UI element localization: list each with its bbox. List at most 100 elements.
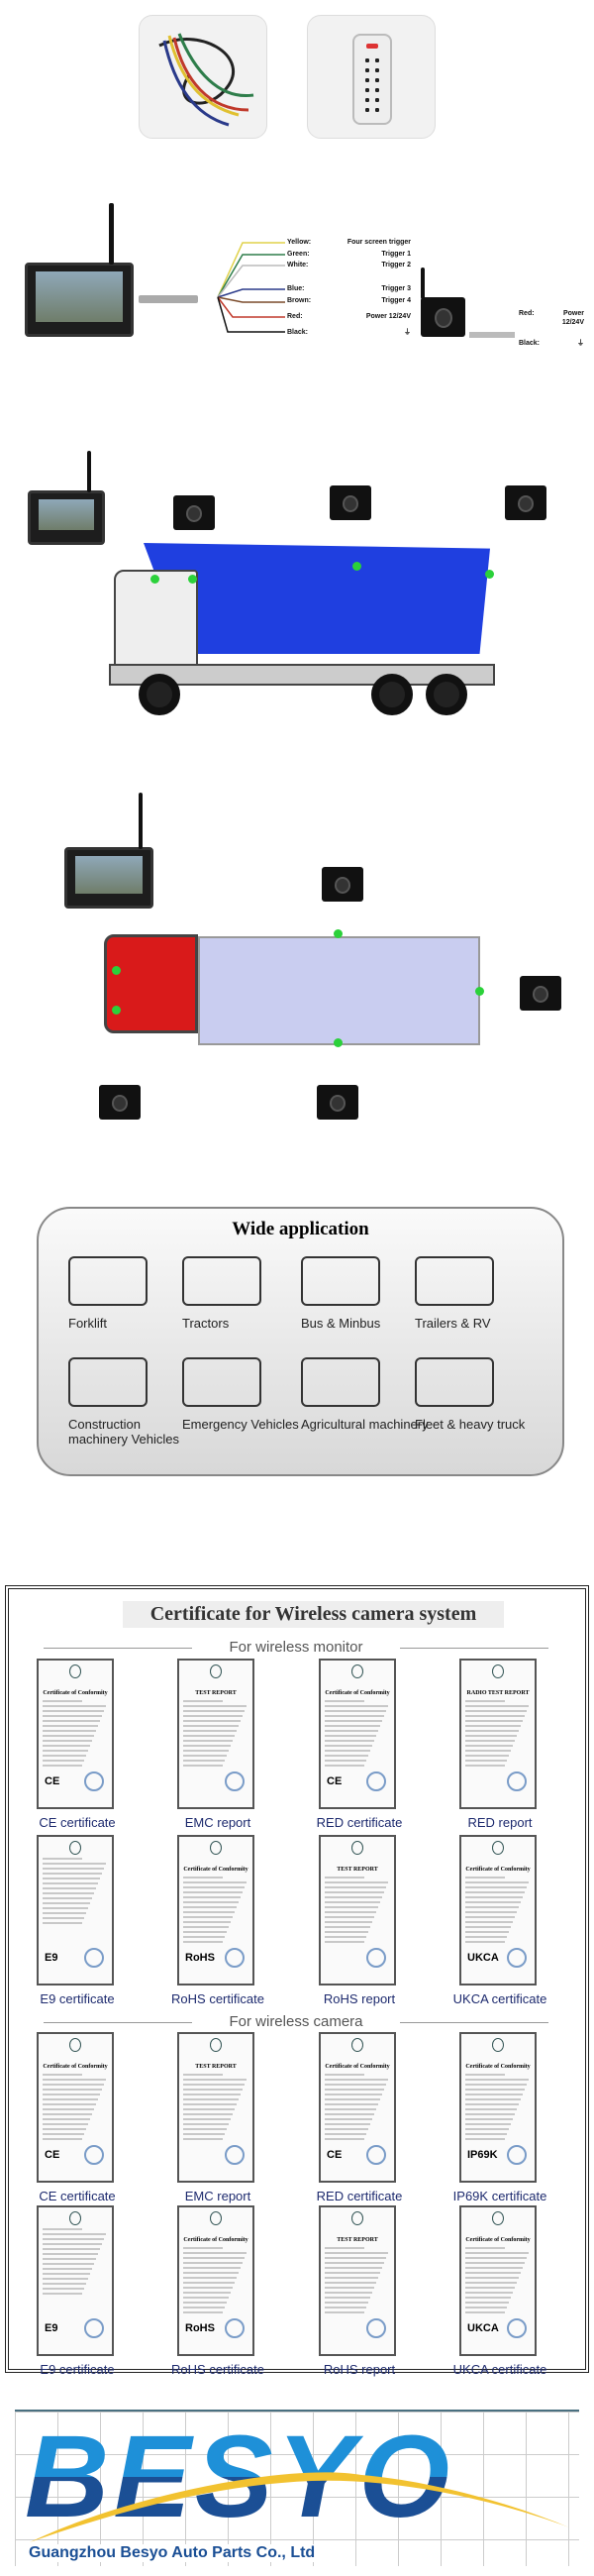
text-line <box>325 1916 375 1918</box>
text-line <box>183 1941 224 1943</box>
text-line <box>183 1715 244 1717</box>
text-line <box>183 2262 244 2264</box>
tractor-icon <box>182 1256 261 1306</box>
certificate-document[interactable]: E9 <box>37 2205 114 2356</box>
text-line <box>465 1891 526 1893</box>
text-line <box>183 2272 240 2274</box>
text-line <box>43 1897 93 1899</box>
text-line <box>43 1892 95 1894</box>
certificate-doc-title: Certificate of Conformity <box>465 2237 531 2243</box>
certificate-document[interactable]: TEST REPORT <box>319 2205 396 2356</box>
text-line <box>325 1896 383 1898</box>
text-line <box>183 2277 238 2279</box>
wire-function-label: Trigger 3 <box>381 285 411 292</box>
camera-wire-color-label: Red: <box>519 310 535 317</box>
text-line <box>43 2118 91 2120</box>
text-line <box>325 2074 364 2076</box>
text-line <box>325 1745 373 1747</box>
text-line <box>465 2133 508 2135</box>
certificate-mark: RoHS <box>185 2322 215 2334</box>
company-name: Guangzhou Besyo Auto Parts Co., Ltd <box>25 2544 320 2562</box>
connection-point <box>475 987 484 996</box>
text-line <box>325 1735 377 1737</box>
application-label: Forklift <box>68 1316 107 1331</box>
text-line <box>325 1906 379 1908</box>
certificate-doc-title: TEST REPORT <box>337 2237 378 2243</box>
certificate-document[interactable]: TEST REPORT <box>177 1659 254 1809</box>
certificate-mark: E9 <box>45 1952 58 1964</box>
text-line <box>43 2238 105 2240</box>
connection-point <box>485 570 494 579</box>
certificate-label: RoHS report <box>323 2362 396 2377</box>
text-line <box>183 1936 226 1938</box>
text-line <box>183 1740 234 1742</box>
seal-icon <box>507 2145 527 2165</box>
text-line <box>465 1725 522 1727</box>
seal-icon <box>225 1948 245 1968</box>
truck-camera-1 <box>173 495 215 530</box>
certificate-label: RED certificate <box>316 1815 403 1830</box>
monitor-connector <box>139 295 198 303</box>
remote-control-icon <box>352 34 392 125</box>
text-line <box>43 2113 93 2115</box>
seal-icon <box>507 2318 527 2338</box>
text-line <box>465 1730 520 1732</box>
text-line <box>465 1931 510 1933</box>
text-line <box>325 2098 381 2100</box>
text-line <box>325 1926 371 1928</box>
topview-camera-bottom <box>317 1085 358 1120</box>
seal-icon <box>84 1948 104 1968</box>
text-line <box>183 2084 246 2086</box>
seal-icon <box>507 1771 527 1791</box>
wire-function-label: ⏚ <box>404 329 411 336</box>
certificate-mark: CE <box>45 1775 60 1787</box>
text-line <box>43 2089 103 2091</box>
certificate-logo-icon <box>351 2038 363 2052</box>
text-line <box>325 2287 375 2289</box>
topview-camera-rear <box>520 976 561 1011</box>
certificate-label: CE certificate <box>39 2189 116 2203</box>
text-line <box>465 1921 514 1923</box>
certificate-document[interactable]: TEST REPORT <box>319 1835 396 1986</box>
text-line <box>465 2297 512 2299</box>
text-line <box>325 1730 379 1732</box>
application-label: Agricultural machinery <box>301 1417 429 1432</box>
certificate-document[interactable]: TEST REPORT <box>177 2032 254 2183</box>
text-line <box>465 2311 506 2313</box>
certificate-document[interactable]: E9 <box>37 1835 114 1986</box>
text-line <box>325 2118 373 2120</box>
certificate-logo-icon <box>210 1664 222 1678</box>
text-line <box>465 1881 530 1883</box>
bus-icon <box>301 1256 380 1306</box>
application-item: Bus & Minbus <box>301 1256 430 1331</box>
text-line <box>43 2123 89 2125</box>
certificate-panel: Certificate for Wireless camera system F… <box>5 1585 589 2377</box>
text-line <box>325 1725 381 1727</box>
certificate-document[interactable]: RADIO TEST REPORT <box>459 1659 537 1809</box>
text-line <box>325 1750 371 1752</box>
section-heading: For wireless monitor <box>44 1639 548 1656</box>
certificate-label: RED certificate <box>316 2189 403 2203</box>
text-line <box>325 2089 385 2091</box>
text-line <box>43 1725 99 1727</box>
connection-point <box>112 1006 121 1015</box>
certificate-label: UKCA certificate <box>452 2362 547 2377</box>
text-line <box>183 2138 224 2140</box>
text-line <box>43 1710 105 1712</box>
certificate-label: CE certificate <box>39 1815 116 1830</box>
text-line <box>465 1906 520 1908</box>
text-line <box>183 1705 248 1707</box>
text-line <box>325 2277 379 2279</box>
text-line <box>183 2079 248 2081</box>
topview-camera-left <box>99 1085 141 1120</box>
camera-connector <box>469 332 515 338</box>
